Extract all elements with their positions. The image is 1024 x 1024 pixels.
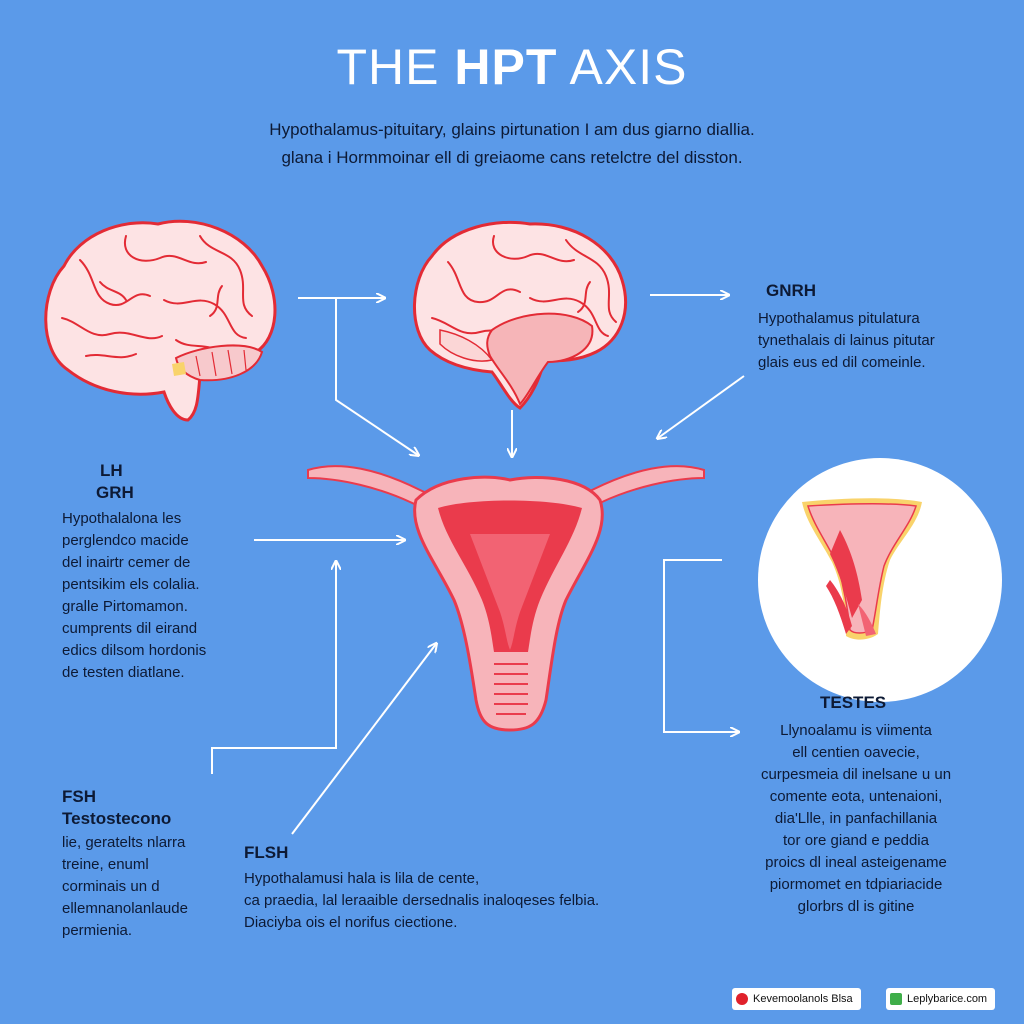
lh-line: perglendco macide — [62, 532, 189, 549]
testostecono-heading: Testostecono — [62, 809, 172, 828]
fsh-block: FSH Testostecono lie, geratelts nlarra t… — [62, 786, 188, 942]
flsh-block: FLSH Hypothalamusi hala is lila de cente… — [244, 842, 599, 934]
gnrh-heading: GNRH — [766, 281, 817, 300]
testes-line: glorbrs dl is gitine — [797, 898, 915, 915]
lh-line: Hypothalalona les — [62, 510, 182, 527]
page-title: THE HPT AXIS — [336, 39, 688, 95]
arrow-icon — [335, 298, 418, 455]
gnrh-line: tynethalais di lainus pitutar — [758, 332, 935, 349]
subtitle-line: Hypothalamus-pituitary, glains pirtunati… — [269, 120, 755, 139]
lh-line: gralle Pirtomamon. — [62, 598, 188, 615]
fsh-line: ellemnanolanlaude — [62, 900, 188, 917]
fsh-line: corminais un d — [62, 878, 160, 895]
fsh-line: permienia. — [62, 922, 133, 939]
subtitle-line: glana i Hormmoinar ell di greiaome cans … — [281, 148, 743, 167]
flsh-line: ca praedia, lal leraaible dersednalis in… — [244, 892, 600, 909]
arrows — [211, 295, 745, 835]
footer-badge-2[interactable]: Leplybarice.com — [886, 988, 996, 1010]
arrow-icon — [663, 559, 738, 732]
lh-block: LH GRH Hypothalalona les perglendco maci… — [62, 460, 206, 684]
flsh-line: Diaciyba ois el norifus ciectione. — [244, 914, 458, 931]
testes-line: comente eota, untenaioni, — [769, 788, 943, 805]
footer-badge-2-label: Leplybarice.com — [907, 993, 988, 1005]
gnrh-line: glais eus ed dil comeinle. — [758, 354, 926, 371]
record-icon — [736, 993, 748, 1005]
fsh-heading: FSH — [62, 787, 96, 806]
fsh-line: lie, geratelts nlarra — [62, 834, 186, 851]
testes-line: tor ore giand e peddia — [783, 832, 929, 849]
lh-line: pentsikim els colalia. — [62, 576, 200, 593]
lh-line: cumprents dil eirand — [62, 620, 198, 637]
flsh-heading: FLSH — [244, 843, 289, 862]
lh-line: del inairtr cemer de — [62, 554, 191, 571]
testes-line: curpesmeia dil inelsane u un — [760, 766, 952, 783]
gnrh-line: Hypothalamus pitulatura — [758, 310, 920, 327]
arrow-icon — [211, 562, 336, 774]
grh-heading: GRH — [96, 483, 134, 502]
site-icon — [890, 993, 902, 1005]
lh-line: edics dilsom hordonis — [62, 642, 207, 659]
fsh-line: treine, enuml — [62, 856, 149, 873]
pituitary-brain-icon — [413, 220, 627, 410]
arrow-icon — [658, 375, 745, 438]
testes-line: Llynoalamu is viimenta — [780, 722, 932, 739]
testes-line: dia'Llle, in panfachillania — [774, 810, 938, 827]
reproductive-organ-icon — [307, 465, 705, 732]
testes-block: TESTES Llynoalamu is viimenta ell centie… — [736, 692, 976, 918]
testes-line: proics dl ineal asteigename — [765, 854, 947, 871]
footer-badge-1-label: Kevemoolanols Blsa — [753, 993, 853, 1005]
brain-icon — [44, 219, 277, 422]
gnrh-block: GNRH Hypothalamus pitulatura tynethalais… — [758, 280, 935, 374]
subtitle: Hypothalamus-pituitary, glains pirtunati… — [150, 116, 874, 172]
testes-line: piormomet en tdpiariacide — [769, 876, 943, 893]
arrow-icon — [291, 644, 436, 835]
footer-badge-1[interactable]: Kevemoolanols Blsa — [732, 988, 861, 1010]
testes-heading: TESTES — [820, 693, 887, 712]
lh-line: de testen diatlane. — [62, 664, 185, 681]
flsh-line: Hypothalamusi hala is lila de cente, — [244, 870, 480, 887]
lh-heading: LH — [100, 461, 123, 480]
testes-line: ell centien oavecie, — [792, 744, 920, 761]
testes-cross-section-icon — [758, 458, 1002, 702]
